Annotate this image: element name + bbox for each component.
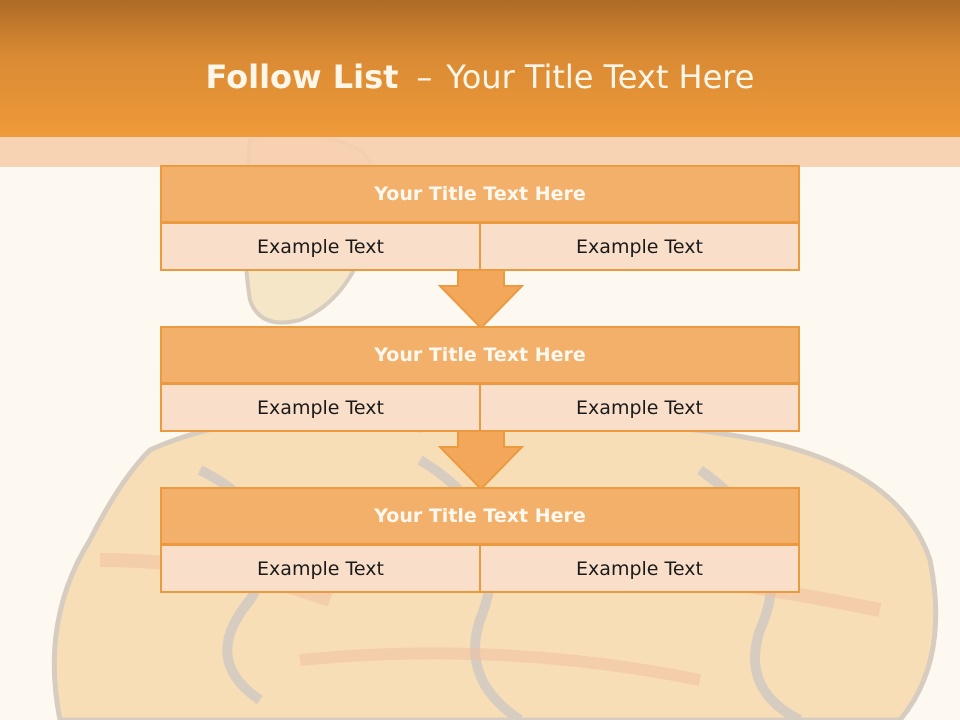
slide-title-rest: Your Title Text Here xyxy=(446,58,755,96)
slide-title-bold: Follow List xyxy=(205,58,399,96)
slide-title-dash: – xyxy=(416,58,433,96)
slide-title: Follow List – Your Title Text Here xyxy=(0,52,960,102)
step-box-1: Your Title Text Here Example Text Exampl… xyxy=(160,165,800,271)
down-arrow-icon xyxy=(438,431,524,491)
slide-header xyxy=(0,0,960,137)
step-cell-left: Example Text xyxy=(160,544,481,593)
step-box-3: Your Title Text Here Example Text Exampl… xyxy=(160,487,800,593)
header-band xyxy=(0,137,960,167)
step-title: Your Title Text Here xyxy=(160,165,800,223)
step-cell-right: Example Text xyxy=(479,544,800,593)
step-cell-left: Example Text xyxy=(160,222,481,271)
down-arrow-icon xyxy=(438,270,524,330)
step-cell-right: Example Text xyxy=(479,222,800,271)
step-box-2: Your Title Text Here Example Text Exampl… xyxy=(160,326,800,432)
step-title: Your Title Text Here xyxy=(160,326,800,384)
step-cell-right: Example Text xyxy=(479,383,800,432)
step-title: Your Title Text Here xyxy=(160,487,800,545)
step-cell-left: Example Text xyxy=(160,383,481,432)
